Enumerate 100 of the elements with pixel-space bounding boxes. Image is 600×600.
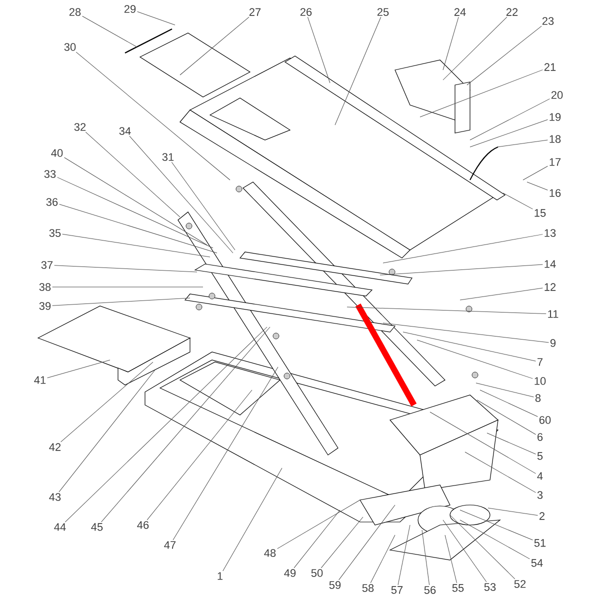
- callout-number: 50: [311, 569, 323, 577]
- callout-number: 51: [534, 539, 546, 547]
- leader-line: [488, 508, 538, 516]
- callout-number: 16: [550, 189, 561, 197]
- leader-line: [171, 162, 236, 250]
- leader-line: [422, 530, 430, 586]
- callout-number: 55: [452, 584, 464, 592]
- callout-number: 33: [44, 170, 56, 178]
- leader-line: [470, 119, 548, 148]
- callout-number: 1: [218, 572, 223, 580]
- leader-line: [146, 390, 252, 520]
- callout-number: 39: [39, 302, 51, 310]
- leader-line: [180, 16, 250, 76]
- leader-line: [85, 132, 180, 218]
- leader-line: [496, 140, 548, 148]
- callout-number: 20: [551, 91, 563, 99]
- callout-number: 47: [164, 541, 176, 549]
- callout-number: 27: [249, 8, 261, 16]
- leader-line: [58, 370, 156, 492]
- leader-line: [476, 400, 536, 435]
- leader-line: [52, 298, 190, 306]
- leader-line: [430, 412, 536, 474]
- callout-number: 31: [162, 153, 174, 161]
- leader-line: [486, 432, 536, 454]
- callout-number: 4: [537, 472, 543, 480]
- leader-line: [57, 177, 214, 248]
- leader-line: [382, 234, 543, 264]
- leader-line: [420, 70, 543, 118]
- callout-number: 54: [531, 559, 543, 567]
- leader-line: [464, 452, 536, 493]
- callout-number: 5: [537, 452, 543, 460]
- callout-number: 28: [69, 8, 81, 16]
- callout-number: 13: [544, 229, 556, 237]
- callout-number: 11: [548, 310, 558, 318]
- callout-number: 15: [534, 209, 546, 217]
- callout-number: 42: [49, 443, 61, 451]
- callout-number: 34: [119, 127, 131, 135]
- callout-number: 40: [51, 149, 63, 157]
- callout-number: 53: [484, 583, 496, 591]
- leader-line: [47, 360, 110, 378]
- callout-number: 14: [544, 260, 556, 268]
- callout-number: 35: [49, 229, 61, 237]
- leader-line: [460, 520, 530, 560]
- callout-number: 9: [550, 339, 556, 347]
- leader-line: [526, 182, 548, 190]
- callout-number: 44: [54, 523, 66, 531]
- callout-number: 2: [540, 512, 545, 520]
- callout-number: 52: [514, 580, 526, 588]
- leader-line: [370, 534, 396, 584]
- callout-number: 49: [284, 569, 296, 577]
- leader-line: [416, 340, 533, 379]
- callout-number: 59: [329, 581, 341, 589]
- callout-number: 6: [538, 433, 543, 441]
- callout-number: 26: [300, 8, 312, 16]
- leader-line: [54, 265, 198, 272]
- leader-line: [398, 524, 410, 586]
- leader-line: [334, 16, 382, 126]
- callout-number: 21: [544, 63, 556, 71]
- callout-number: 37: [41, 261, 53, 269]
- leader-line: [59, 204, 218, 254]
- leader-line: [222, 468, 282, 572]
- callout-number: 43: [49, 493, 61, 501]
- callout-number: 24: [454, 8, 466, 16]
- callout-number: 32: [74, 123, 86, 131]
- leader-line: [52, 286, 204, 288]
- leader-line: [101, 326, 270, 522]
- leader-line: [466, 26, 542, 86]
- leader-line: [129, 136, 234, 254]
- leader-line: [294, 510, 340, 568]
- callout-number: 45: [91, 523, 103, 531]
- leader-line: [338, 504, 396, 580]
- callout-number: 17: [550, 158, 561, 166]
- leader-line: [450, 514, 516, 580]
- leader-line: [76, 52, 230, 180]
- leader-line: [172, 366, 278, 540]
- callout-number: 25: [377, 8, 389, 16]
- leader-line: [60, 362, 154, 442]
- callout-number: 58: [362, 584, 374, 592]
- leader-line: [502, 192, 533, 210]
- callout-number: 22: [506, 8, 518, 16]
- callout-number: 48: [264, 549, 276, 557]
- leader-line: [442, 520, 487, 582]
- leader-line: [460, 510, 533, 540]
- leader-line: [476, 382, 534, 398]
- leader-line: [460, 288, 543, 300]
- leader-line: [522, 166, 548, 180]
- callout-number: 10: [534, 377, 546, 385]
- leader-line: [444, 534, 458, 584]
- leader-line: [380, 264, 543, 276]
- leader-line: [442, 16, 508, 80]
- leader-line: [480, 390, 538, 417]
- callout-number: 60: [539, 416, 551, 424]
- leader-line: [62, 234, 210, 258]
- callout-number: 57: [391, 586, 403, 594]
- leader-line: [320, 516, 364, 568]
- callout-number: 23: [542, 17, 554, 25]
- callout-number: 19: [550, 113, 561, 121]
- callout-number: 12: [544, 283, 556, 291]
- callout-number: 3: [537, 491, 543, 499]
- callout-number: 7: [538, 358, 543, 366]
